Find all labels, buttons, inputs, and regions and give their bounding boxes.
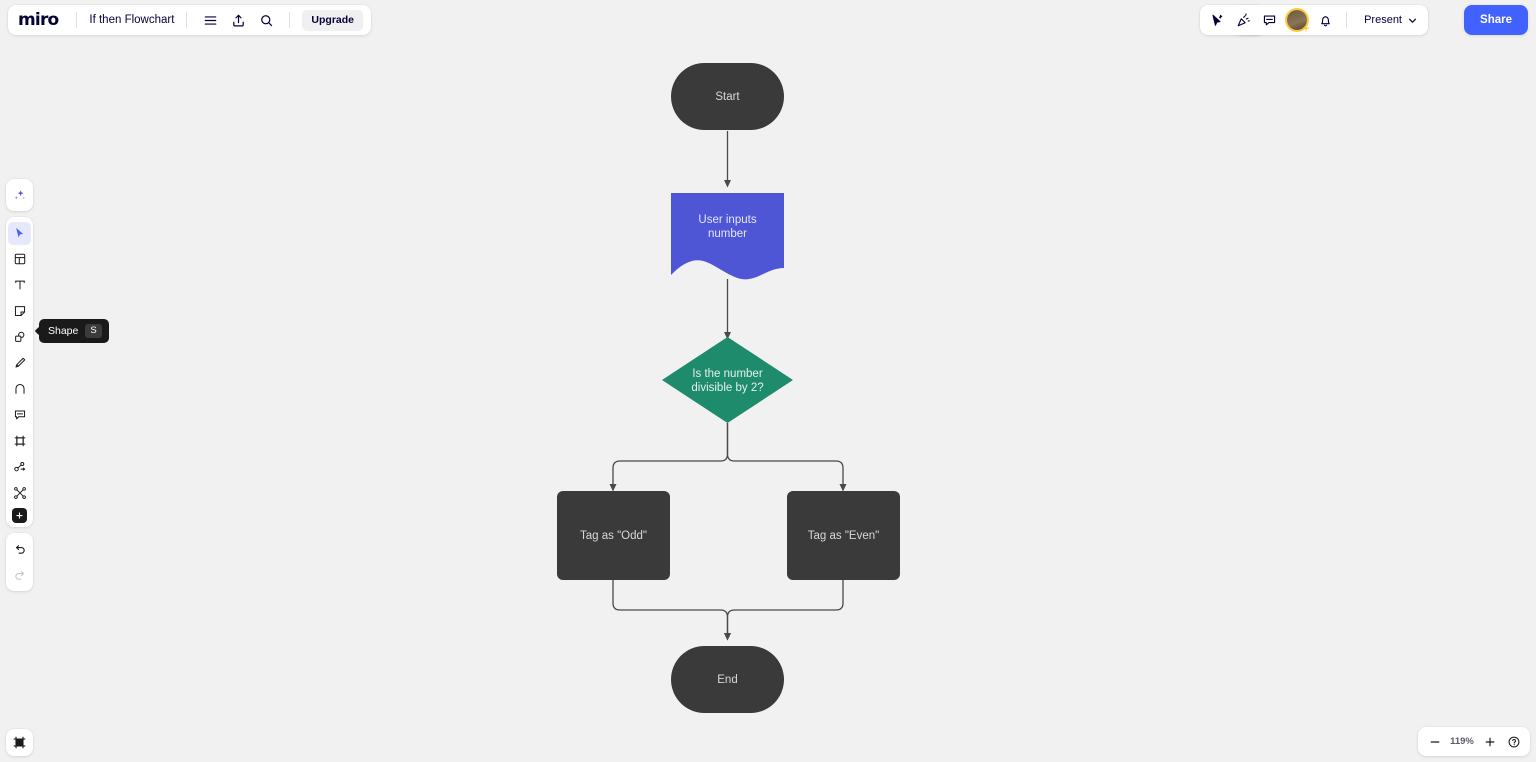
connector-tool[interactable] [8,378,31,401]
party-popper-icon[interactable] [1230,7,1256,33]
board-header-group: miro If then Flowchart [8,5,372,35]
more-apps-icon[interactable] [12,507,27,523]
upload-export-icon[interactable] [225,7,251,33]
shape-tooltip: Shape S [39,319,109,343]
node-start-label: Start [715,91,740,103]
divider [186,12,188,28]
node-decision[interactable]: Is the number divisible by 2? [662,337,793,423]
select-tool[interactable] [8,221,31,245]
zoom-out-button[interactable] [1423,730,1446,753]
main-tool-group [6,217,33,527]
edge-decision-to-odd[interactable] [609,423,729,492]
node-tag-even[interactable]: Tag as "Even" [787,491,900,580]
present-label: Present [1364,14,1402,26]
redo-button[interactable] [8,564,31,587]
help-icon[interactable] [1502,730,1525,753]
comment-tool[interactable] [8,404,31,427]
user-avatar[interactable] [1287,10,1308,30]
divider [1346,12,1348,28]
node-end[interactable]: End [671,646,784,713]
zoom-in-button[interactable] [1478,730,1501,753]
zoom-controls: 119% [1418,727,1530,756]
edge-odd-to-end[interactable] [612,580,732,641]
upgrade-button[interactable]: Upgrade [302,9,364,31]
miro-logo[interactable]: miro [18,9,59,30]
pen-tool[interactable] [8,352,31,375]
left-toolbar [6,179,33,591]
chevron-down-icon [1402,10,1422,30]
flowchart-tool[interactable] [8,456,31,479]
divider [76,12,78,28]
ai-sparkle-icon[interactable] [8,184,31,207]
templates-tool[interactable] [8,248,31,271]
node-tag-odd-label: Tag as "Odd" [580,530,647,542]
bell-icon[interactable] [1312,7,1338,33]
node-end-label: End [717,674,737,686]
frames-panel-button[interactable] [6,729,33,756]
comment-bubble-icon[interactable] [1256,7,1282,33]
node-start[interactable]: Start [671,63,784,130]
node-user-input-label-line1: User inputs [698,214,756,226]
cursor-pointer-icon[interactable] [1204,7,1230,33]
node-user-input[interactable]: User inputs number [671,193,784,280]
connector-group [609,131,847,641]
node-tag-even-label: Tag as "Even" [808,530,879,542]
ai-tool-group [6,179,33,211]
node-decision-label-line1: Is the number [692,368,762,380]
history-tool-group [6,533,33,591]
present-dropdown[interactable]: Present [1355,9,1424,32]
sticky-note-tool[interactable] [8,300,31,323]
undo-button[interactable] [8,538,31,561]
shape-tooltip-shortcut: S [85,324,102,338]
edge-decision-to-even[interactable] [726,423,847,492]
board-title[interactable]: If then Flowchart [89,14,175,26]
share-button[interactable]: Share [1464,5,1528,35]
text-tool[interactable] [8,274,31,297]
zoom-level-label[interactable]: 119% [1450,736,1474,747]
node-user-input-label-line2: number [708,228,747,240]
mindmap-tool[interactable] [8,482,31,505]
node-tag-odd[interactable]: Tag as "Odd" [557,491,670,580]
collab-group: Present [1200,5,1428,35]
search-icon[interactable] [253,7,279,33]
hamburger-menu-icon[interactable] [197,7,223,33]
node-decision-label-line2: divisible by 2? [691,382,763,394]
edge-even-to-end[interactable] [723,580,844,641]
shape-tooltip-label: Shape [48,325,79,337]
top-toolbar: miro If then Flowchart [0,0,1536,39]
divider [289,12,291,28]
shapes-tool[interactable] [8,326,31,349]
frame-tool[interactable] [8,430,31,453]
